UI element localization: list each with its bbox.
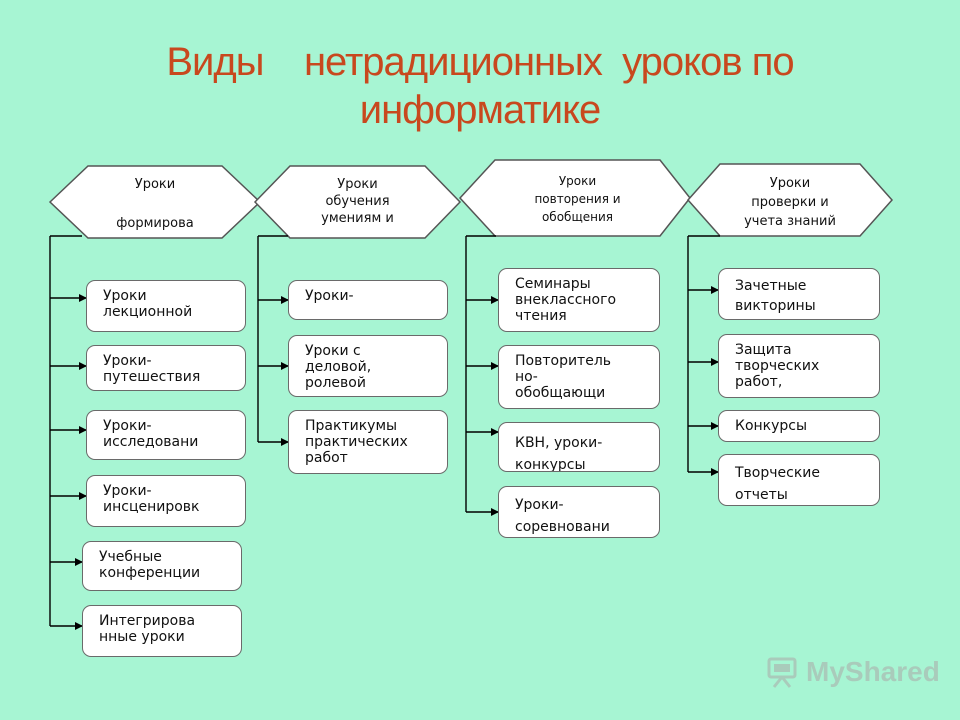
item-box: Защита творческих работ,: [718, 334, 880, 398]
header-column-3: Уроки повторения и обобщения: [490, 168, 665, 232]
item-box: Уроки- путешествия: [86, 345, 246, 391]
item-label: Уроки-: [305, 288, 354, 304]
header-column-4-line-1: Уроки: [769, 176, 811, 191]
item-box: Творческие отчеты: [718, 454, 880, 506]
header-column-2-line-2: обучения: [325, 194, 390, 209]
header-column-2: Уроки обучения умениям и: [285, 168, 430, 236]
connectors-column-4: [687, 235, 720, 476]
presentation-icon: [767, 657, 797, 688]
header-column-1-line-2: формирова: [116, 216, 194, 231]
header-column-2-line-3: умениям и: [321, 211, 394, 226]
item-label: Зачетные викторины: [735, 278, 816, 314]
header-column-3-line-3: обобщения: [541, 210, 614, 224]
header-column-4-line-3: учета знаний: [744, 214, 836, 229]
item-label: Практикумы практических работ: [305, 418, 408, 466]
item-label: Учебные конференции: [99, 549, 201, 581]
item-box: Уроки- инсценировк: [86, 475, 246, 527]
item-box: Уроки с деловой, ролевой: [288, 335, 448, 397]
item-box: Уроки-: [288, 280, 448, 320]
header-shape-2: [253, 165, 462, 239]
slide-title-line-2: информатике: [359, 88, 602, 132]
item-box: Зачетные викторины: [718, 268, 880, 320]
watermark-text: MyShared: [806, 656, 940, 687]
item-label: Уроки- инсценировк: [103, 483, 200, 515]
item-label: Защита творческих работ,: [735, 342, 820, 390]
item-box: Интегрирова нные уроки: [82, 605, 242, 657]
header-column-3-line-1: Уроки: [558, 174, 597, 188]
item-label: Интегрирова нные уроки: [99, 613, 196, 645]
item-box: Уроки- соревновани: [498, 486, 660, 538]
item-label: Семинары внеклассного чтения: [515, 276, 617, 324]
connectors-column-1: [49, 235, 87, 630]
item-label: Уроки- соревновани: [515, 497, 610, 535]
item-box: Уроки лекционной: [86, 280, 246, 332]
slide-title-line-1: Виды нетрадиционных уроков по: [166, 40, 794, 84]
item-label: Уроки с деловой, ролевой: [305, 343, 372, 391]
header-column-1-line-1: Уроки: [134, 177, 176, 192]
connectors-column-2: [257, 235, 289, 446]
item-label: Творческие отчеты: [735, 465, 821, 503]
item-label: Уроки- исследовани: [103, 418, 199, 450]
slide-title: Виды нетрадиционных уроков по информатик…: [0, 38, 960, 134]
header-column-2-line-1: Уроки: [337, 177, 378, 192]
item-box: Учебные конференции: [82, 541, 242, 591]
header-column-3-line-2: повторения и: [534, 192, 621, 206]
item-box: Конкурсы: [718, 410, 880, 442]
connectors-column-3: [465, 235, 499, 516]
header-column-4-line-2: проверки и: [751, 195, 829, 210]
item-box: Семинары внеклассного чтения: [498, 268, 660, 332]
item-label: Уроки- путешествия: [103, 353, 201, 385]
item-label: КВН, уроки- конкурсы: [515, 435, 603, 472]
header-column-1: Уроки формирова: [80, 168, 230, 236]
item-label: Уроки лекционной: [103, 288, 193, 320]
item-box: Повторитель но- обобщающи: [498, 345, 660, 409]
item-box: Практикумы практических работ: [288, 410, 448, 474]
item-label: Конкурсы: [735, 418, 808, 434]
header-column-4: Уроки проверки и учета знаний: [715, 166, 865, 234]
item-label: Повторитель но- обобщающи: [515, 353, 612, 401]
watermark-logo: MyShared: [766, 655, 940, 689]
item-box: Уроки- исследовани: [86, 410, 246, 460]
item-box: КВН, уроки- конкурсы: [498, 422, 660, 472]
